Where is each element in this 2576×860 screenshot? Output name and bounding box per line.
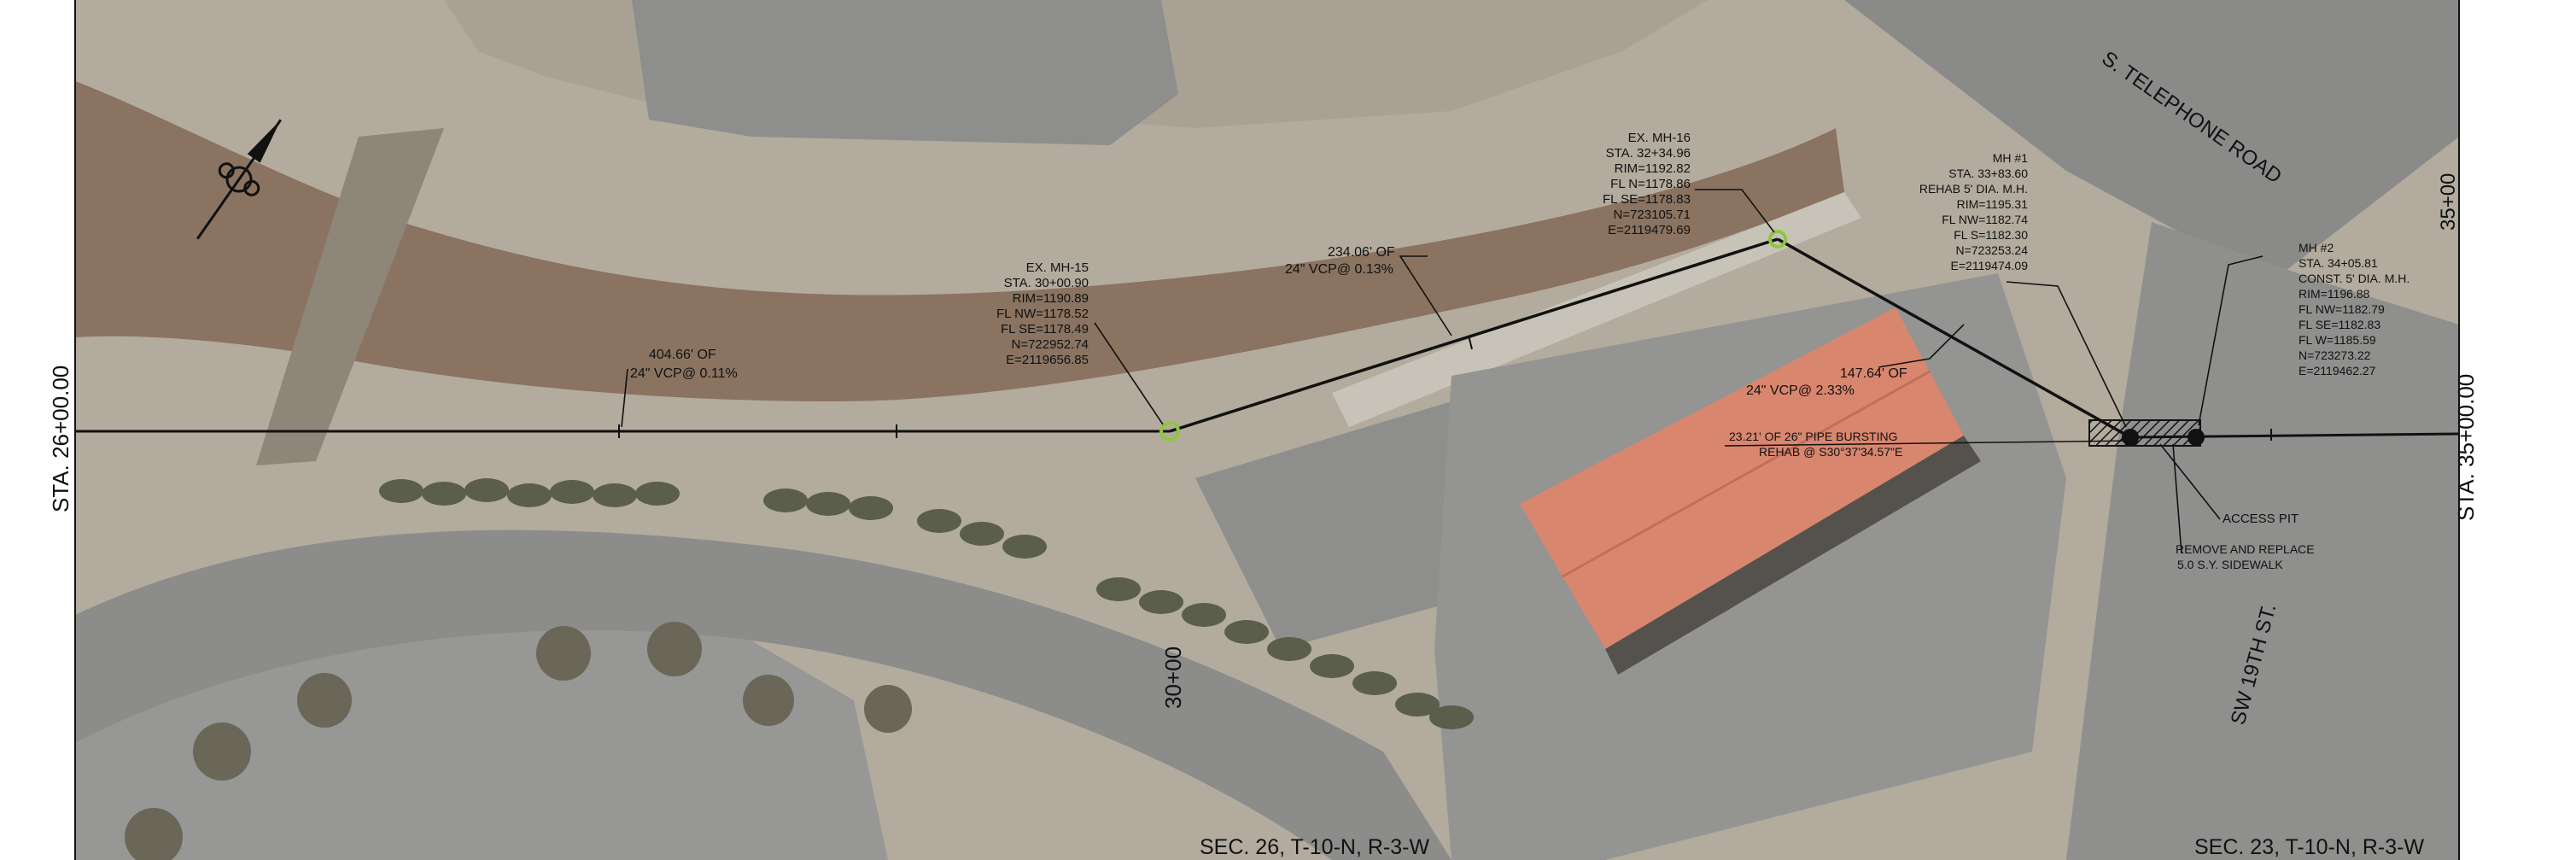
station-35-label: 35+00 bbox=[2437, 173, 2460, 231]
svg-text:RIM=1196.88: RIM=1196.88 bbox=[2299, 287, 2370, 301]
svg-text:FL S=1182.30: FL S=1182.30 bbox=[1954, 228, 2028, 242]
svg-text:RIM=1195.31: RIM=1195.31 bbox=[1957, 197, 2029, 211]
svg-text:FL NW=1178.52: FL NW=1178.52 bbox=[996, 307, 1089, 321]
roof-shadow bbox=[1605, 436, 1981, 675]
svg-text:N=723273.22: N=723273.22 bbox=[2299, 348, 2371, 362]
svg-text:N=722952.74: N=722952.74 bbox=[1012, 337, 1089, 352]
curved-road bbox=[75, 529, 1452, 860]
river bbox=[75, 81, 1844, 401]
svg-text:FL NW=1182.74: FL NW=1182.74 bbox=[1942, 213, 2028, 226]
svg-text:STA. 32+34.96: STA. 32+34.96 bbox=[1606, 146, 1691, 161]
svg-text:CONST. 5' DIA. M.H.: CONST. 5' DIA. M.H. bbox=[2299, 272, 2410, 285]
roof-ridge bbox=[1562, 370, 1931, 578]
restaurant-roof bbox=[1520, 307, 1964, 649]
bursting-label: 23.21' OF 26" PIPE BURSTING REHAB @ S30°… bbox=[1729, 430, 1902, 459]
svg-text:N=723253.24: N=723253.24 bbox=[1956, 243, 2029, 257]
svg-text:23.21' OF 26" PIPE BURSTING: 23.21' OF 26" PIPE BURSTING bbox=[1729, 430, 1898, 443]
pipe-bursting-zone bbox=[2088, 419, 2201, 447]
svg-text:REMOVE AND REPLACE: REMOVE AND REPLACE bbox=[2176, 542, 2315, 556]
svg-text:MH #2: MH #2 bbox=[2299, 241, 2334, 254]
leader-lines bbox=[621, 189, 2263, 554]
svg-text:5.0 S.Y. SIDEWALK: 5.0 S.Y. SIDEWALK bbox=[2177, 558, 2283, 571]
mh2-data: MH #2 STA. 34+05.81 CONST. 5' DIA. M.H. … bbox=[2299, 241, 2410, 377]
middle-parking bbox=[1195, 401, 1469, 649]
section-left-label: SEC. 26, T-10-N, R-3-W bbox=[1200, 835, 1429, 859]
svg-text:234.06' OF: 234.06' OF bbox=[1328, 245, 1395, 260]
sewer-alignment bbox=[75, 230, 2460, 447]
svg-text:FL NW=1182.79: FL NW=1182.79 bbox=[2299, 302, 2385, 316]
pipe-segment-3 bbox=[1777, 237, 2131, 439]
svg-text:E=2119462.27: E=2119462.27 bbox=[2299, 364, 2376, 377]
svg-text:EX. MH-15: EX. MH-15 bbox=[1026, 260, 1089, 275]
svg-text:E=2119479.69: E=2119479.69 bbox=[1608, 223, 1691, 237]
svg-text:MH #1: MH #1 bbox=[1993, 151, 2028, 165]
svg-text:RIM=1190.89: RIM=1190.89 bbox=[1013, 291, 1089, 306]
mh15-data: EX. MH-15 STA. 30+00.90 RIM=1190.89 FL N… bbox=[996, 260, 1089, 367]
svg-text:FL W=1185.59: FL W=1185.59 bbox=[2299, 333, 2376, 347]
mh1-data: MH #1 STA. 33+83.60 REHAB 5' DIA. M.H. R… bbox=[1919, 151, 2028, 272]
svg-text:E=2119656.85: E=2119656.85 bbox=[1006, 353, 1089, 367]
svg-text:REHAB @ S30°37'34.57"E: REHAB @ S30°37'34.57"E bbox=[1759, 445, 1902, 459]
pedestrian-bridge bbox=[256, 128, 444, 465]
svg-text:E=2119474.09: E=2119474.09 bbox=[1951, 259, 2029, 272]
station-start-label: STA. 26+00.00 bbox=[48, 366, 73, 512]
svg-text:FL SE=1178.83: FL SE=1178.83 bbox=[1603, 192, 1691, 207]
svg-text:24" VCP@ 2.33%: 24" VCP@ 2.33% bbox=[1746, 383, 1855, 398]
segment-3-label: 147.64' OF 24" VCP@ 2.33% bbox=[1746, 366, 1907, 398]
aerial-base bbox=[75, 0, 2459, 860]
svg-text:N=723105.71: N=723105.71 bbox=[1614, 208, 1691, 222]
manhole-mh1[interactable] bbox=[2122, 429, 2139, 446]
station-ticks bbox=[618, 335, 2272, 441]
sw-19th-street bbox=[2066, 222, 2459, 860]
north-arrow-icon bbox=[196, 119, 282, 240]
manhole-mh2[interactable] bbox=[2188, 429, 2205, 446]
telephone-road bbox=[1844, 0, 2459, 282]
svg-text:147.64' OF: 147.64' OF bbox=[1840, 366, 1907, 381]
manhole-ex-mh16[interactable] bbox=[1768, 230, 1787, 249]
svg-text:STA. 33+83.60: STA. 33+83.60 bbox=[1948, 167, 2028, 180]
svg-text:FL SE=1182.83: FL SE=1182.83 bbox=[2299, 318, 2380, 331]
station-end-label: STA. 35+00.00 bbox=[2453, 374, 2479, 521]
labels: STA. 26+00.00 STA. 35+00.00 30+00 35+00 … bbox=[48, 47, 2479, 859]
station-30-label: 30+00 bbox=[1160, 646, 1186, 709]
svg-text:REHAB 5' DIA. M.H.: REHAB 5' DIA. M.H. bbox=[1919, 182, 2028, 196]
svg-text:FL SE=1178.49: FL SE=1178.49 bbox=[1001, 322, 1089, 336]
bursting-leader bbox=[1724, 440, 2135, 447]
segment-1-label: 404.66' OF 24" VCP@ 0.11% bbox=[630, 348, 738, 381]
manhole-ex-mh15[interactable] bbox=[1159, 421, 1180, 442]
access-pit-label: ACCESS PIT bbox=[2223, 512, 2299, 526]
lower-left-parking bbox=[75, 630, 888, 860]
svg-text:404.66' OF: 404.66' OF bbox=[649, 348, 716, 362]
tree-row bbox=[379, 478, 1474, 729]
svg-text:EX. MH-16: EX. MH-16 bbox=[1628, 131, 1691, 145]
mh16-data: EX. MH-16 STA. 32+34.96 RIM=1192.82 FL N… bbox=[1603, 131, 1691, 237]
section-right-label: SEC. 23, T-10-N, R-3-W bbox=[2194, 835, 2424, 859]
svg-text:STA. 34+05.81: STA. 34+05.81 bbox=[2299, 256, 2378, 270]
pipe-segment-2 bbox=[1169, 237, 1779, 433]
svg-text:FL N=1178.86: FL N=1178.86 bbox=[1610, 177, 1691, 191]
svg-text:RIM=1192.82: RIM=1192.82 bbox=[1615, 161, 1691, 176]
svg-text:24" VCP@ 0.13%: 24" VCP@ 0.13% bbox=[1285, 262, 1393, 277]
segment-2-label: 234.06' OF 24" VCP@ 0.13% bbox=[1285, 245, 1395, 277]
round-trees bbox=[125, 622, 912, 860]
sidewalk-callout: REMOVE AND REPLACE 5.0 S.Y. SIDEWALK bbox=[2176, 542, 2315, 571]
svg-text:STA. 30+00.90: STA. 30+00.90 bbox=[1004, 276, 1089, 290]
svg-text:24" VCP@ 0.11%: 24" VCP@ 0.11% bbox=[630, 366, 738, 381]
riverside-walk bbox=[1332, 192, 1861, 427]
top-parking bbox=[632, 0, 1178, 145]
